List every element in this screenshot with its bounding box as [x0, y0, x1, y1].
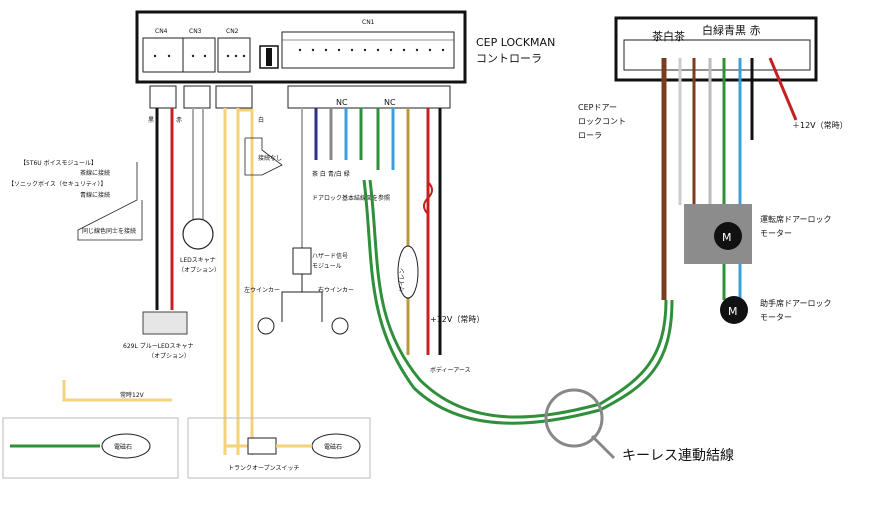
- magnet-right-label: 電磁石: [324, 443, 342, 451]
- svg-text:青線に接続: 青線に接続: [80, 191, 110, 199]
- left-notes: 【5T6U ボイスモジュール】 茶線に接続 【ソニックボイス（セキュリティ）】 …: [8, 137, 283, 241]
- door-plus12v-label: ＋12V（常時）: [792, 121, 848, 130]
- magnet-left-label: 電磁石: [114, 443, 132, 451]
- keyless-label: キーレス連動結線: [622, 448, 734, 464]
- wire-red-tag: 赤: [176, 117, 182, 124]
- controller-subtitle: コントローラ: [476, 52, 542, 65]
- body-earth-label: ボディーアース: [430, 366, 471, 374]
- driver-motor-label-2: モーター: [760, 229, 792, 238]
- keyless-highlight: [544, 388, 604, 448]
- siren-label: サイレン: [399, 268, 406, 292]
- connector-cn4-label: CN4: [155, 28, 168, 35]
- blue-led-option: （オプション）: [148, 353, 190, 360]
- left-winker-label: 左ウインカー: [244, 286, 280, 294]
- keyless-wiring: [362, 179, 674, 425]
- passenger-motor-label-2: モーター: [760, 313, 792, 322]
- svg-text:接続なし: 接続なし: [258, 154, 282, 162]
- door-header-top: 白緑青黒 赤: [702, 23, 761, 37]
- svg-text:茶線に接続: 茶線に接続: [80, 169, 110, 177]
- passenger-motor-icon: [720, 296, 748, 324]
- svg-text:【ソニックボイス（セキュリティ）】: 【ソニックボイス（セキュリティ）】: [8, 180, 106, 188]
- connector-cn2-label: CN2: [226, 28, 239, 35]
- nc-left-label: NC: [336, 98, 348, 107]
- cn-pins: [153, 48, 445, 58]
- svg-text:【5T6U ボイスモジュール】: 【5T6U ボイスモジュール】: [20, 159, 97, 167]
- plus12v-middle: +12V（常時）: [430, 315, 484, 324]
- fuse: [423, 181, 433, 215]
- left-winker-bulb: [257, 317, 275, 335]
- led-scanner-option: （オプション）: [178, 267, 220, 274]
- middle-wires: [301, 108, 442, 355]
- hazard-label: ハザード信号: [312, 252, 348, 260]
- magnet-left: [101, 433, 151, 459]
- hazard-module: [292, 247, 312, 275]
- blue-led-scanner-module: [142, 311, 188, 335]
- controller-title: CEP LOCKMAN: [476, 36, 555, 49]
- trunk-switch-label: トランクオープンスイッチ: [228, 465, 300, 472]
- const12v-label: 常時12V: [120, 391, 145, 399]
- connector-cn3-label: CN3: [189, 28, 202, 35]
- door-controller-label-3: ローラ: [578, 131, 602, 140]
- left-wires: [155, 108, 254, 455]
- wire-tags: 茶 白 青/白 緑: [312, 170, 350, 178]
- driver-motor-icon: [714, 222, 742, 250]
- door-lock-note: ドアロック基本結線図を参照: [312, 194, 390, 202]
- trunk-switch: [247, 437, 277, 455]
- svg-text:同じ線色同士を接続: 同じ線色同士を接続: [82, 227, 136, 235]
- svg-text:M: M: [722, 231, 732, 244]
- led-scanner-bulb: [182, 218, 214, 250]
- blue-led-label: 629L ブルーLEDスキャナ: [123, 342, 193, 350]
- siren: [397, 245, 419, 299]
- door-header-left: 茶白茶: [652, 29, 685, 43]
- led-scanner-label: LEDスキャナ: [180, 257, 216, 264]
- passenger-motor-label-1: 助手席ドアーロック: [760, 298, 832, 308]
- wire-white-tag: 白: [258, 116, 264, 124]
- bottom-left-box: [2, 417, 371, 479]
- right-winker-label: 右ウインカー: [318, 286, 354, 294]
- svg-text:M: M: [728, 305, 738, 318]
- door-controller-label-2: ロックコント: [578, 117, 626, 126]
- door-controller-label-1: CEPドアー: [578, 103, 617, 112]
- right-winker-bulb: [331, 317, 349, 335]
- cep-lockman-controller: CN4 CN3 CN2 CN1: [135, 10, 467, 84]
- nc-right-label: NC: [384, 98, 396, 107]
- hazard-label-2: モジュール: [312, 263, 342, 270]
- driver-motor-label-1: 運転席ドアーロック: [760, 214, 832, 224]
- harness-connectors: [149, 85, 451, 109]
- wire-black-tag: 黒: [148, 117, 154, 124]
- connector-cn1-label: CN1: [362, 19, 375, 26]
